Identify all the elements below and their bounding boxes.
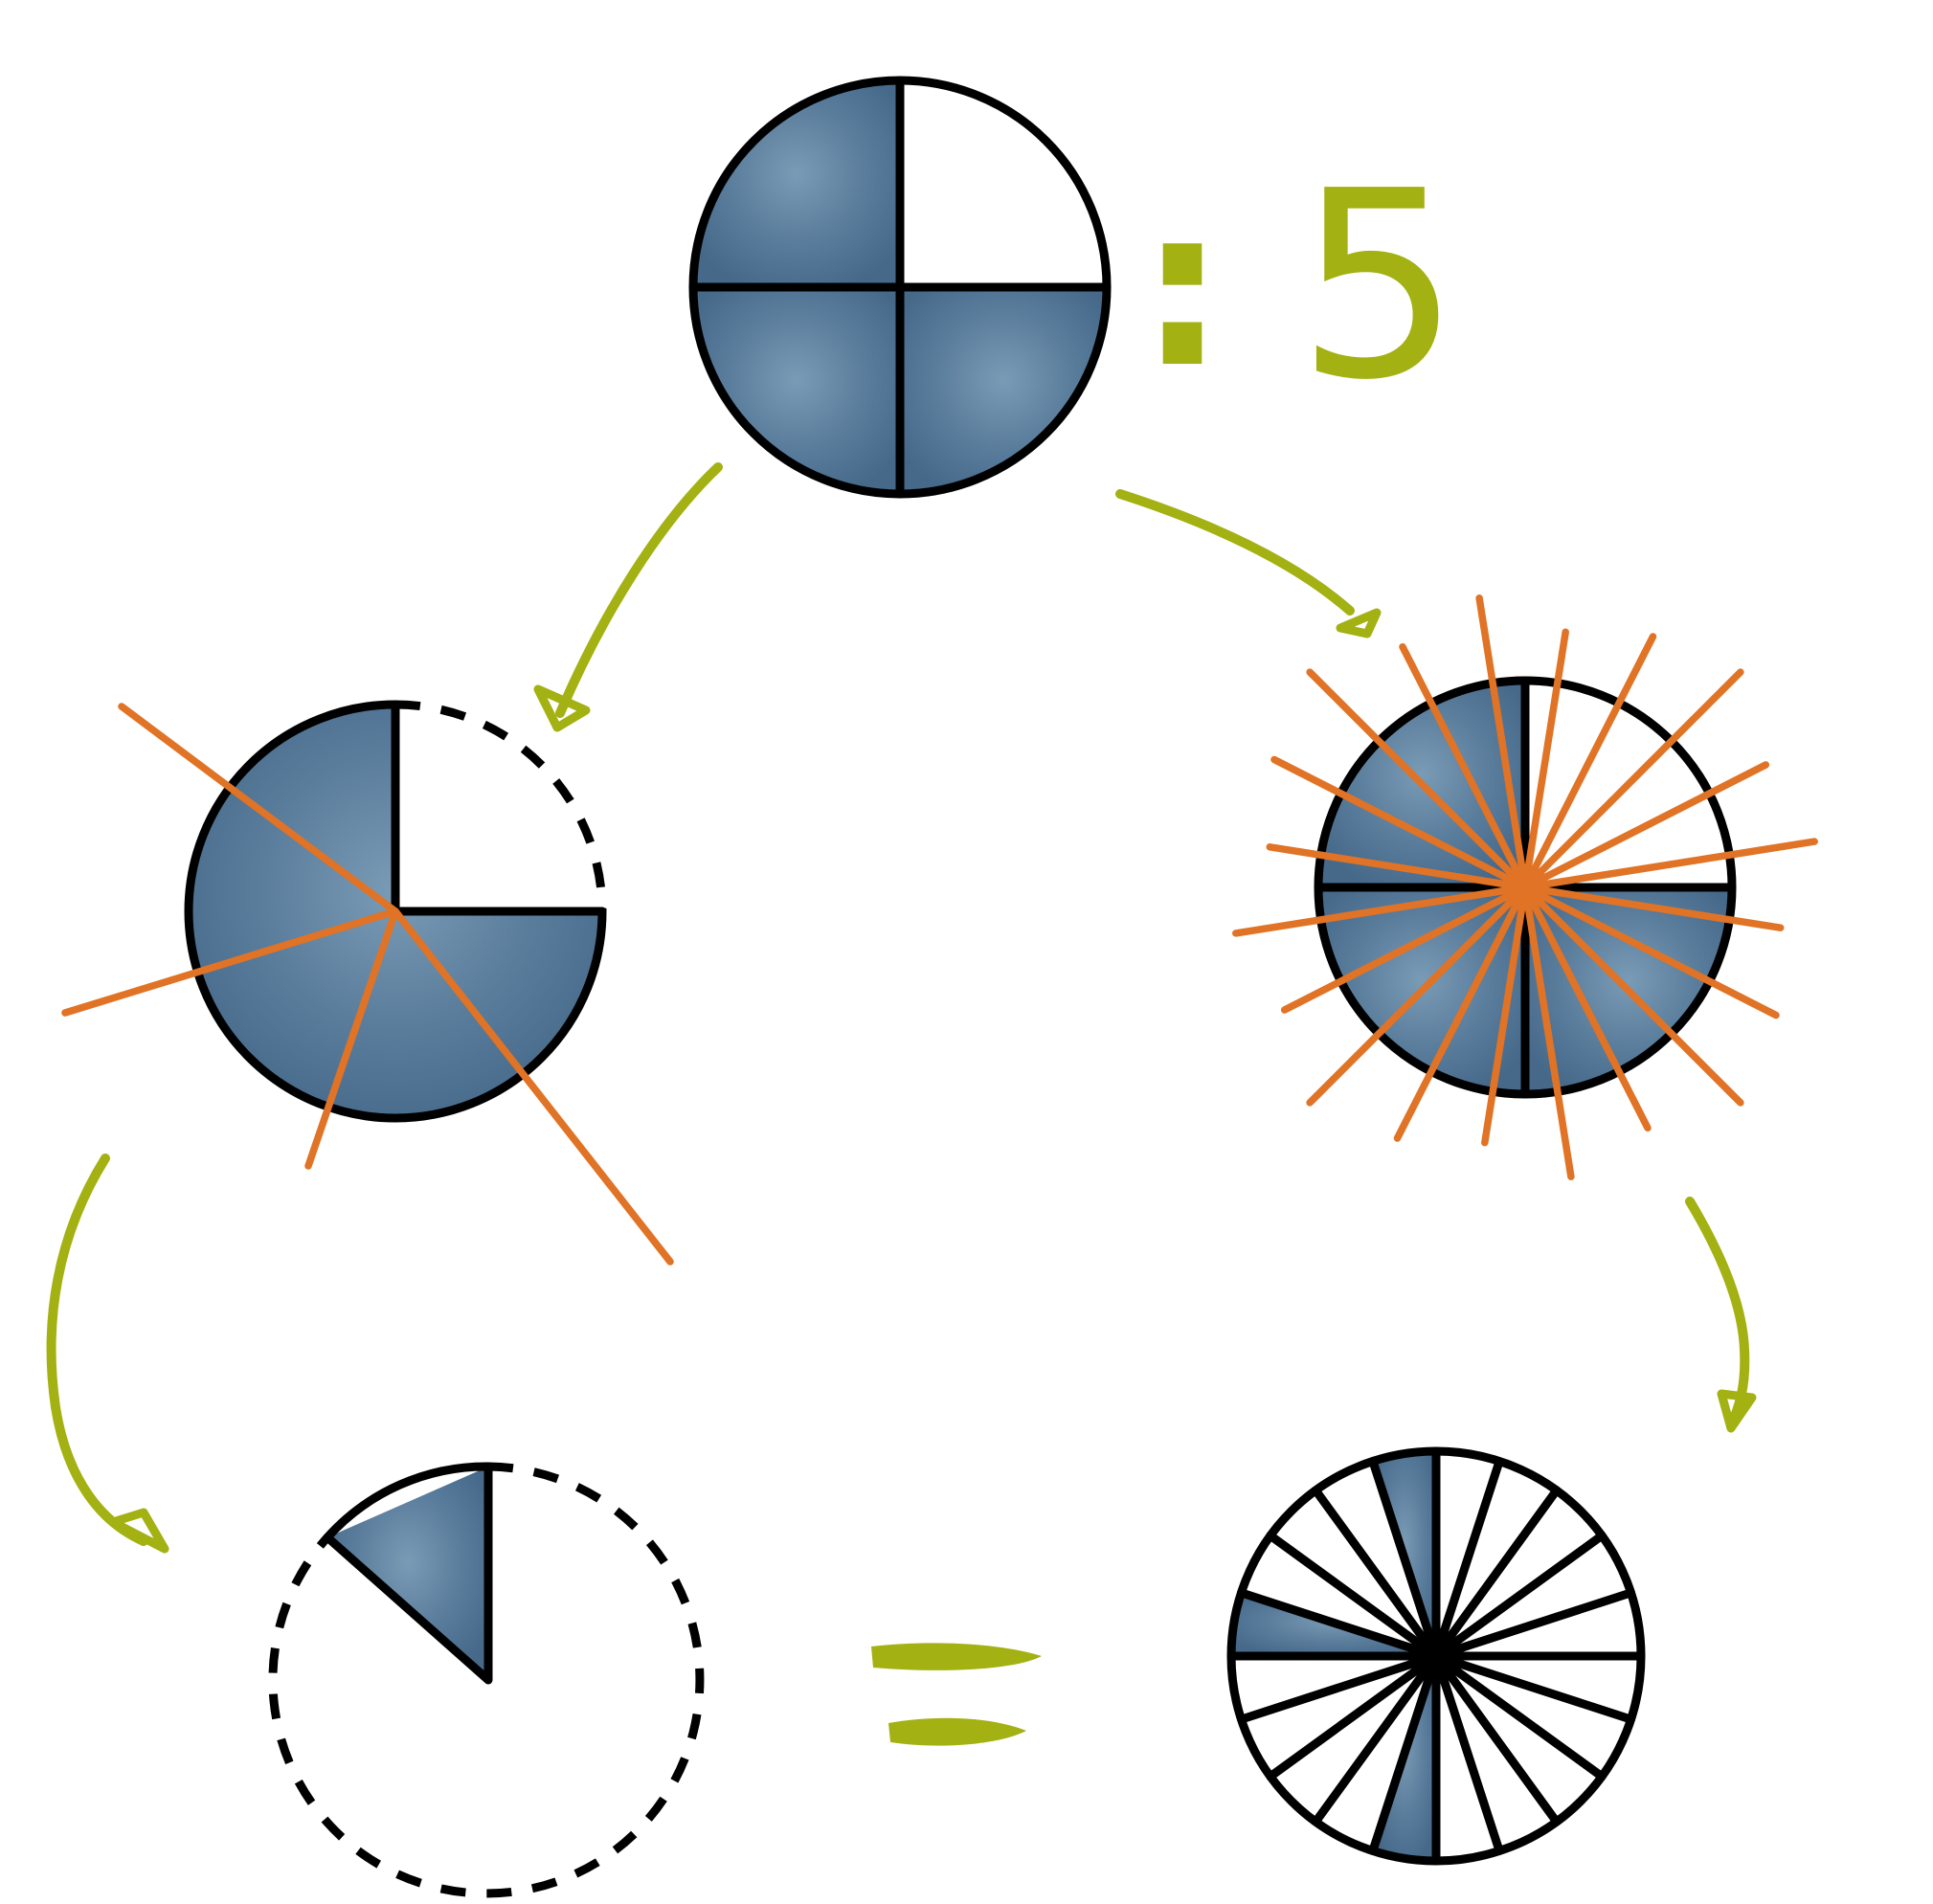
bottom-left-piece-outline <box>323 1462 493 1685</box>
bottom-right-spoke <box>1266 1531 1441 1661</box>
colon-symbol: : <box>1138 161 1226 416</box>
right-cut-ray <box>1393 884 1529 1142</box>
top-shaded-quarter-top-left <box>693 80 900 287</box>
bottom-left-dashed-rest <box>268 1462 705 1898</box>
equals-sign: = <box>871 1643 1042 1746</box>
right-circle-three-quarters <box>1232 594 1818 1180</box>
right-cut-ray <box>1521 884 1780 1019</box>
arrow-left-to-bottom <box>46 1154 169 1554</box>
top-shaded-quarter-bottom-left <box>693 287 900 494</box>
arrow-right-to-bottom <box>1685 1197 1757 1433</box>
bottom-right-spoke <box>1431 1531 1607 1661</box>
right-cut-ray <box>1280 884 1529 1014</box>
right-cut-ray <box>1521 838 1818 891</box>
top-shaded-quarter-bottom-right <box>900 287 1107 494</box>
divide-by-five-label: : 5 <box>1138 135 1461 437</box>
bottom-right-spoke <box>1431 1486 1562 1661</box>
right-cut-ray <box>1399 642 1529 891</box>
right-cut-ray <box>1270 755 1529 891</box>
bottom-right-spoke <box>1431 1651 1635 1724</box>
left-solid-outline <box>184 700 607 1123</box>
divisor-number: 5 <box>1296 135 1461 437</box>
left-cut-line <box>61 907 399 1017</box>
bottom-right-spoke <box>1431 1651 1607 1781</box>
left-cut-line <box>392 907 674 1266</box>
bottom-right-spoke <box>1368 1457 1441 1661</box>
left-cut-line <box>118 703 399 915</box>
bottom-right-spoke <box>1266 1651 1441 1781</box>
left-cut-line <box>304 907 399 1170</box>
bottom-left-circle-one-twentieth <box>268 1462 705 1898</box>
left-cut-lines <box>61 703 674 1266</box>
right-cut-ray <box>1521 884 1652 1132</box>
arrow-top-to-left <box>533 462 723 732</box>
right-cut-ray <box>1306 884 1529 1107</box>
left-circle-three-quarters <box>61 700 674 1266</box>
right-cut-ray <box>1521 628 1569 891</box>
bottom-right-spoke <box>1431 1651 1504 1855</box>
bottom-right-spokes <box>1226 1446 1646 1866</box>
top-circle-three-quarters <box>688 76 1112 499</box>
right-cut-ray <box>1266 843 1529 891</box>
right-cut-ray <box>1521 761 1770 891</box>
bottom-right-spoke <box>1431 1588 1635 1661</box>
right-cut-ray <box>1475 594 1529 891</box>
bottom-right-spoke <box>1237 1588 1441 1661</box>
bottom-right-spoke <box>1237 1651 1441 1724</box>
bottom-right-spoke <box>1311 1486 1441 1661</box>
left-dashed-empty-quarter <box>394 700 607 912</box>
right-cut-rays <box>1232 594 1818 1180</box>
bottom-right-spoke <box>1368 1651 1441 1855</box>
right-cut-ray <box>1481 884 1529 1147</box>
right-cut-ray <box>1232 884 1529 937</box>
right-cut-ray <box>1521 884 1785 931</box>
bottom-right-spoke <box>1431 1651 1562 1826</box>
right-cut-ray <box>1521 884 1744 1107</box>
right-cut-ray <box>1521 633 1657 891</box>
right-cut-ray <box>1521 668 1744 891</box>
bottom-right-spoke <box>1431 1457 1504 1661</box>
bottom-right-spoke <box>1311 1651 1441 1826</box>
right-cut-ray <box>1521 884 1575 1180</box>
bottom-left-shaded-piece <box>327 1467 488 1680</box>
equals-symbol: = <box>954 1706 961 1716</box>
arrow-top-to-right <box>1115 489 1382 638</box>
bottom-right-circle-three-twentieths <box>1226 1446 1646 1866</box>
right-cut-ray <box>1306 668 1529 891</box>
